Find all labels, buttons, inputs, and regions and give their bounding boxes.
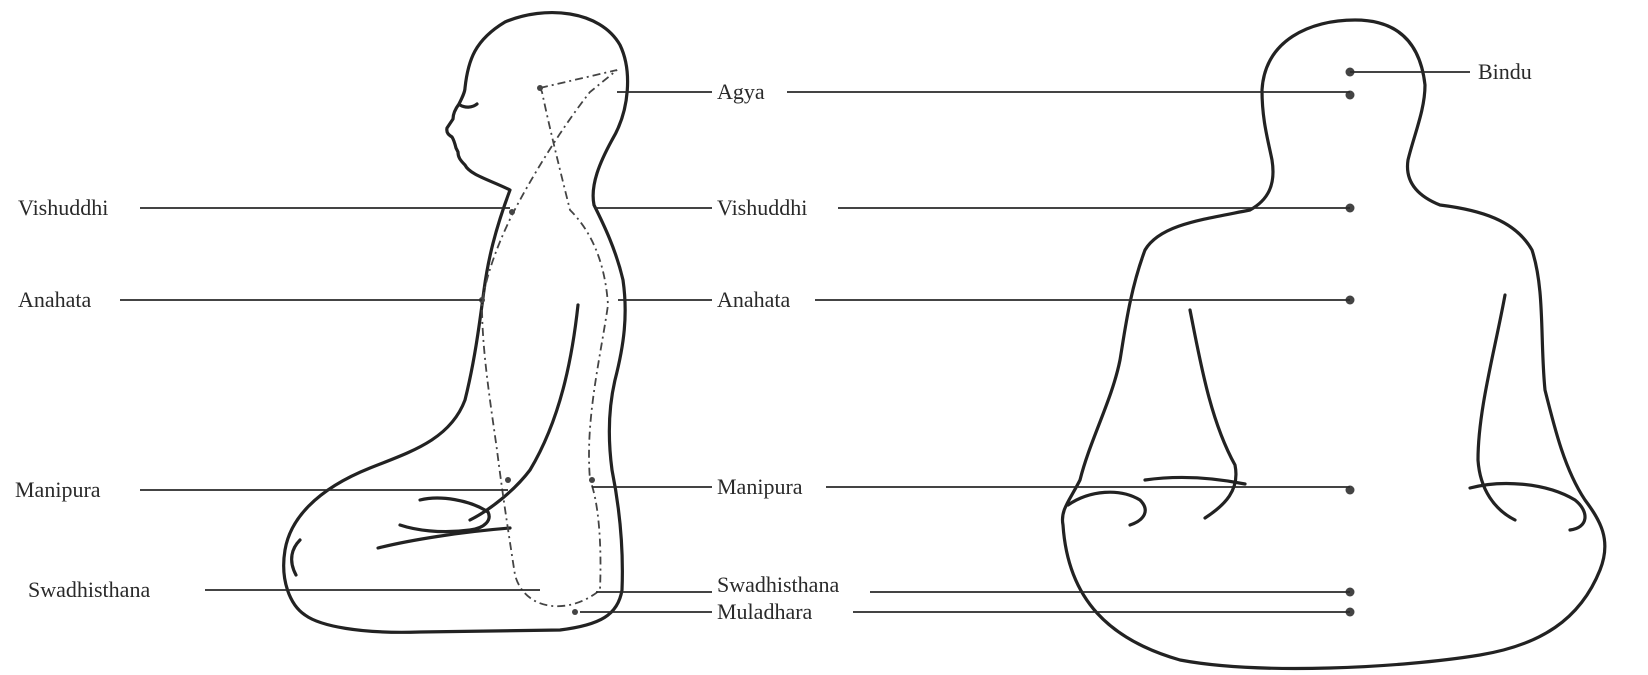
- label-muladhara-center: Muladhara: [717, 599, 813, 624]
- back-figure-left-hand: [1068, 492, 1145, 525]
- label-agya: Agya: [717, 79, 765, 104]
- label-vishuddhi-left: Vishuddhi: [18, 195, 108, 220]
- side-figure-forearm: [400, 498, 489, 532]
- back-figure-outline: [1062, 20, 1604, 668]
- side-manipura-point: [505, 477, 511, 483]
- side-view-figure: [284, 13, 628, 633]
- label-swadhisthana-left: Swadhisthana: [28, 577, 150, 602]
- label-anahata-center: Anahata: [717, 287, 791, 312]
- right-labels: Bindu: [1478, 59, 1532, 84]
- back-view-figure: [1062, 20, 1604, 668]
- center-labels: Agya Vishuddhi Anahata Manipura Swadhist…: [717, 79, 839, 624]
- label-swadhisthana-center: Swadhisthana: [717, 572, 839, 597]
- side-manipura-back-point: [589, 477, 595, 483]
- label-bindu: Bindu: [1478, 59, 1532, 84]
- label-manipura-center: Manipura: [717, 474, 803, 499]
- side-figure-knee-hand: [292, 540, 300, 575]
- side-figure-arm: [470, 305, 578, 520]
- left-labels: Vishuddhi Anahata Manipura Swadhisthana: [15, 195, 150, 602]
- side-vishuddhi-point: [509, 209, 515, 215]
- side-agya-point: [537, 85, 543, 91]
- side-muladhara-point: [572, 609, 578, 615]
- label-vishuddhi-center: Vishuddhi: [717, 195, 807, 220]
- reference-lines: [120, 72, 1470, 612]
- label-anahata-left: Anahata: [18, 287, 92, 312]
- label-manipura-left: Manipura: [15, 477, 101, 502]
- side-figure-eye: [460, 104, 477, 107]
- back-figure-left-lap: [1145, 477, 1245, 484]
- side-figure-psychic-path: [482, 70, 617, 606]
